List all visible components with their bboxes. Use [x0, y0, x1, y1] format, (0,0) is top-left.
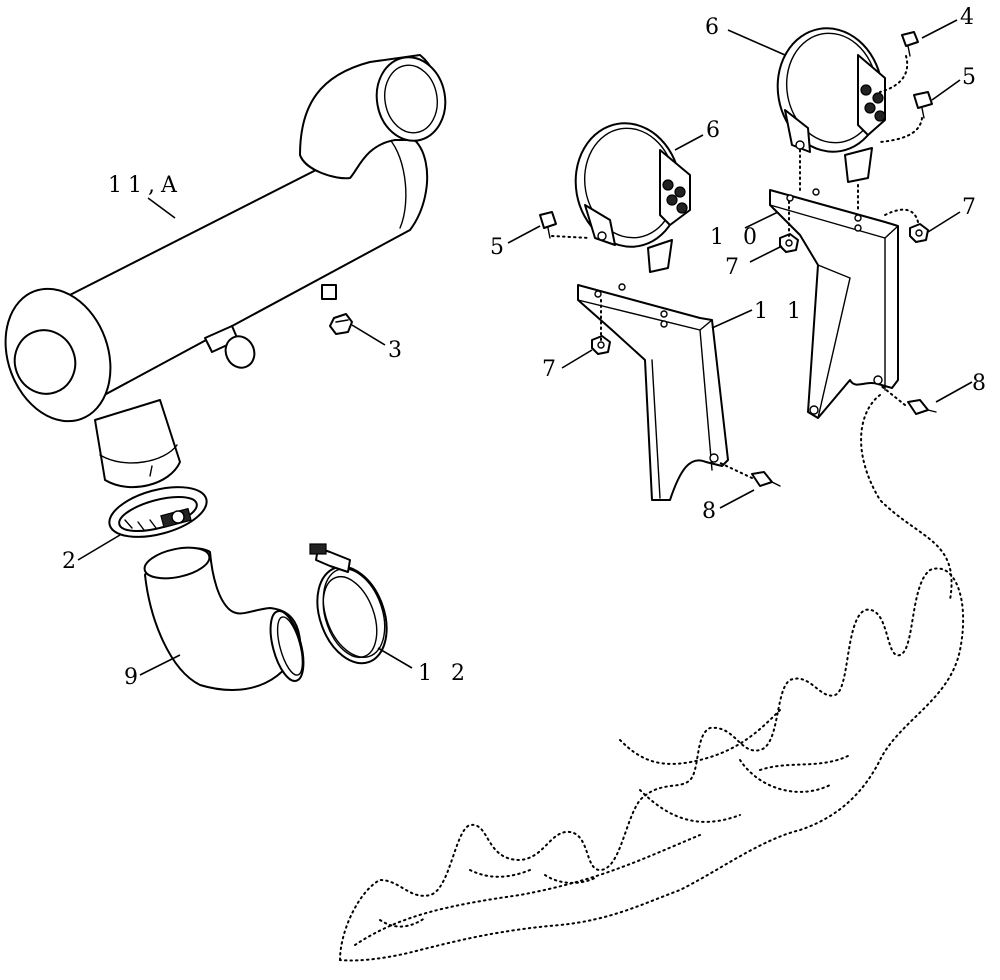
nut-7-mid-part	[779, 233, 799, 253]
exhaust-manifold-phantom	[338, 567, 965, 962]
callout-8-left: 8	[702, 499, 722, 524]
strap-clamp-left-part	[574, 122, 691, 273]
bolt-5-right-part	[913, 91, 933, 119]
callout-7-mid: 7	[725, 255, 745, 280]
callout-labels: 11,A 3 2 9 1 2 6 6 4 5 5 7 7 7 1 0 1 1 8…	[62, 5, 992, 690]
bolt-8-left-part	[751, 471, 781, 487]
callout-5-left: 5	[490, 235, 510, 260]
callout-6-left: 6	[706, 118, 726, 143]
callout-2: 2	[62, 549, 82, 574]
callout-11: 1 1	[754, 299, 807, 324]
callout-4: 4	[960, 5, 980, 30]
callout-12: 1 2	[418, 661, 471, 686]
elbow-pipe-part	[143, 546, 305, 691]
strap-clamp-right-part	[776, 27, 886, 183]
bolt-4-part	[901, 31, 919, 57]
assembly-dotted-lines	[551, 55, 953, 601]
callout-5-right: 5	[962, 65, 982, 90]
nut-7-right-part	[909, 223, 929, 243]
hose-clamp-part	[108, 486, 208, 538]
leader-lines	[77, 19, 973, 676]
callout-6-right: 6	[705, 15, 725, 40]
callout-7-right: 7	[962, 195, 982, 220]
callout-9: 9	[124, 665, 144, 690]
v-band-clamp-part	[309, 543, 388, 665]
callout-7-left: 7	[542, 357, 562, 382]
callout-3: 3	[388, 338, 408, 363]
callout-11a: 11,A	[108, 173, 183, 198]
bracket-10-part	[769, 188, 899, 419]
bolt-5-left-part	[539, 211, 557, 239]
callout-10: 1 0	[710, 225, 763, 250]
drain-plug-part	[329, 313, 353, 335]
callout-8-right: 8	[972, 371, 992, 396]
muffler-part	[4, 54, 447, 489]
bracket-11-part	[577, 283, 729, 501]
nut-7-left-part	[591, 335, 611, 355]
bolt-8-right-part	[907, 399, 937, 415]
